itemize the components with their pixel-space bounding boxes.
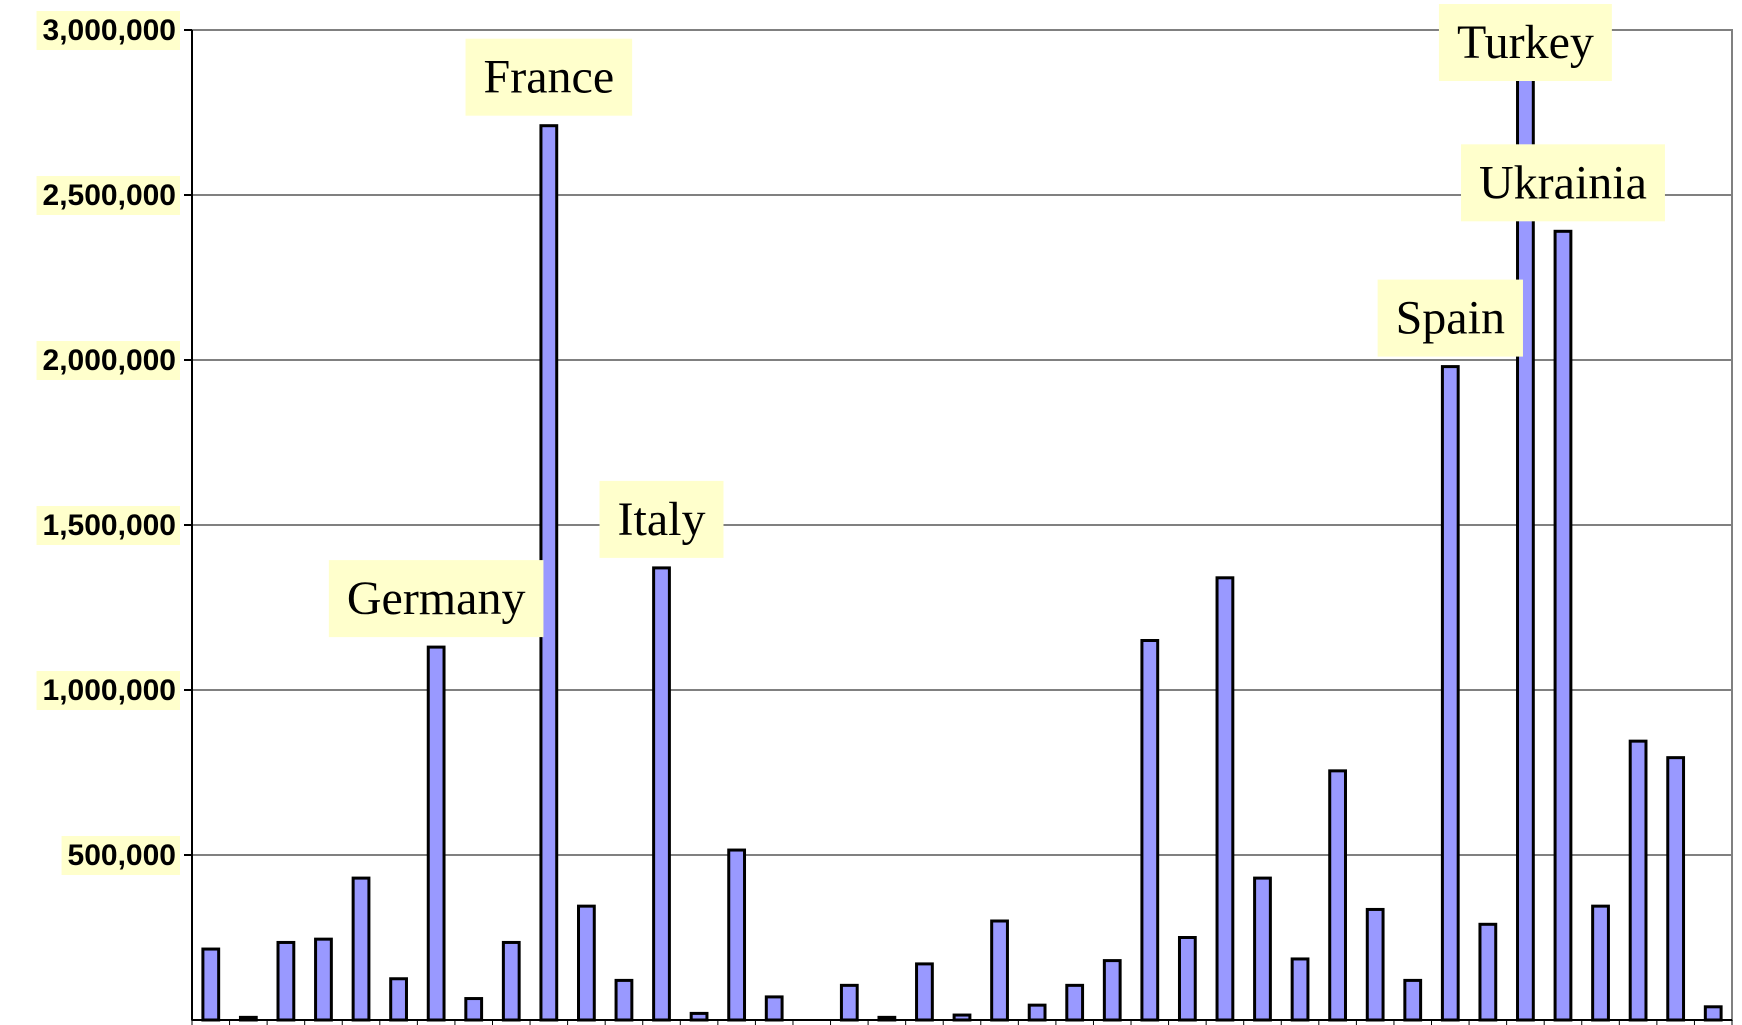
bar (426, 645, 446, 1022)
annotation-label: Italy (618, 493, 706, 546)
bar (577, 904, 596, 1022)
annotation-label-background (599, 480, 724, 558)
y-tick-label-background (36, 11, 180, 50)
bar (764, 995, 784, 1022)
annotation-label-background (1438, 4, 1612, 81)
bar (915, 962, 934, 1022)
y-tick-label: 2,000,000 (43, 344, 176, 377)
bar (1027, 1003, 1047, 1022)
bar (727, 848, 747, 1022)
bar (652, 566, 671, 1022)
bar (1478, 922, 1498, 1022)
y-tick-label: 1,000,000 (43, 674, 176, 707)
bar (1440, 365, 1460, 1022)
bar (1666, 756, 1686, 1022)
bar (1215, 576, 1235, 1022)
bar (1102, 959, 1122, 1022)
bar (1290, 957, 1310, 1022)
annotation-label-background (465, 38, 633, 116)
bar (501, 940, 521, 1022)
bar (314, 937, 333, 1022)
annotation-label: Spain (1396, 292, 1505, 345)
y-tick-label-background (36, 341, 180, 380)
bar (1140, 639, 1160, 1022)
y-tick-label: 1,500,000 (43, 509, 176, 542)
annotation-label: France (484, 51, 615, 104)
annotation-label: Turkey (1457, 16, 1594, 69)
bar (276, 940, 296, 1022)
bar (990, 919, 1009, 1022)
bar (1365, 907, 1385, 1022)
y-tick-label-background (36, 506, 180, 545)
bar (1628, 739, 1648, 1022)
bar (1177, 936, 1197, 1022)
bar (1591, 904, 1610, 1022)
annotation-label: Ukrainia (1479, 156, 1647, 209)
bar (1403, 978, 1423, 1022)
bar (351, 876, 371, 1022)
y-tick-label: 3,000,000 (43, 14, 176, 47)
bar (1253, 876, 1272, 1022)
bar (1553, 229, 1573, 1022)
annotation-label-background (1377, 279, 1523, 357)
y-tick-label: 500,000 (68, 839, 176, 872)
bar (201, 947, 221, 1022)
y-tick-label-background (36, 176, 180, 215)
bar (1065, 983, 1085, 1022)
bar (614, 978, 634, 1022)
axes (184, 29, 1733, 1025)
bar (839, 983, 859, 1022)
annotation-label-background (328, 560, 544, 638)
annotation-label-background (1461, 144, 1665, 222)
annotation-label: Germany (347, 572, 526, 625)
bar (464, 997, 484, 1022)
y-tick-label-background (61, 836, 180, 875)
y-tick-label: 2,500,000 (43, 179, 176, 212)
y-tick-label-background (36, 671, 180, 710)
bar (1703, 1005, 1723, 1022)
bar (389, 977, 408, 1022)
y-axis-tick-labels: 500,000 1,000,000 1,500,000 2,000,000 2,500,… (36, 11, 180, 875)
bar (1328, 769, 1347, 1022)
